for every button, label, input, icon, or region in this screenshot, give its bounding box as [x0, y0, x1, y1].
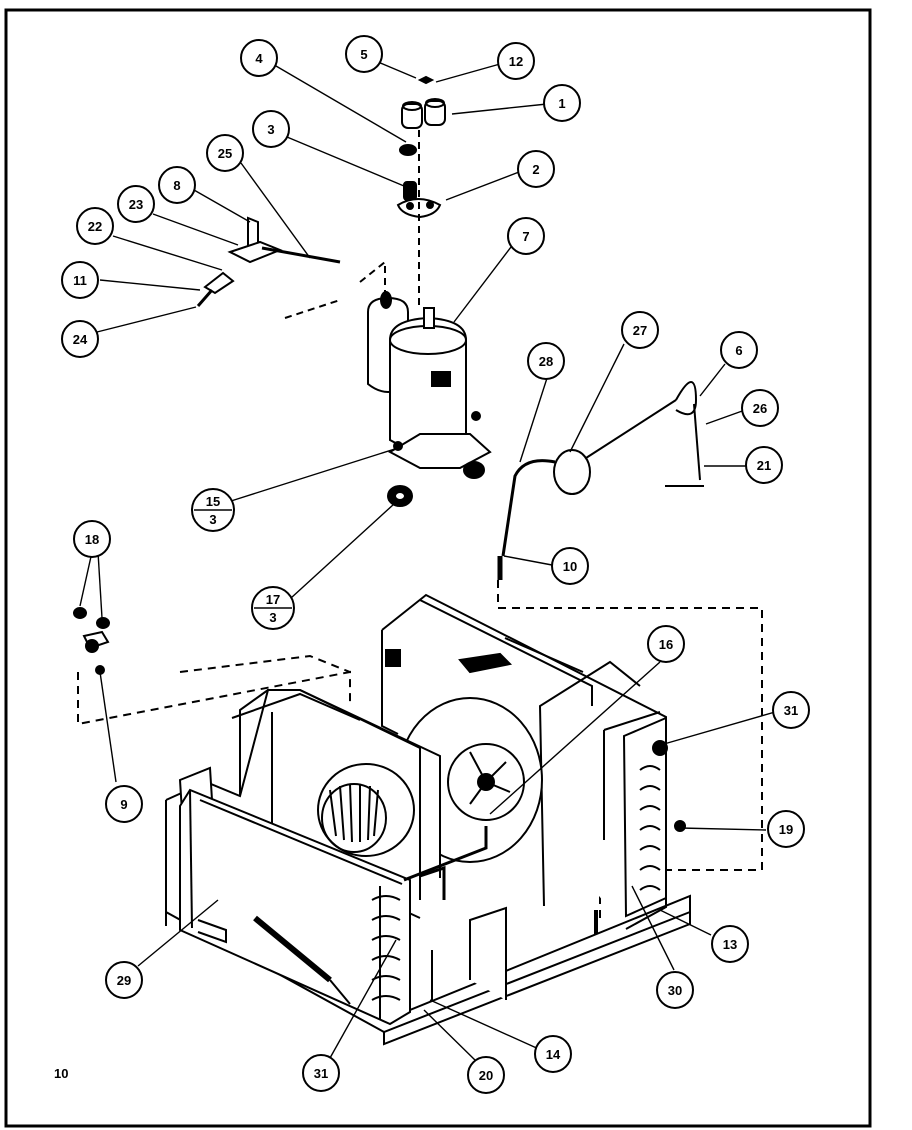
fraction-15-bottom: 3 — [209, 512, 216, 527]
callout-14: 14 — [546, 1047, 561, 1062]
callout-labels: 4 5 12 1 3 2 25 8 23 22 7 11 24 27 28 6 … — [73, 47, 798, 1083]
overload-bracket — [196, 216, 386, 319]
fraction-17-top: 17 — [266, 592, 280, 607]
callout-7: 7 — [522, 229, 529, 244]
callout-12: 12 — [509, 54, 523, 69]
callout-30: 30 — [668, 983, 682, 998]
page-border — [4, 8, 872, 1128]
callout-4: 4 — [255, 51, 263, 66]
callout-26: 26 — [753, 401, 767, 416]
callout-10: 10 — [563, 559, 577, 574]
callout-11: 11 — [73, 273, 87, 288]
callout-27: 27 — [633, 323, 647, 338]
capacitor-assembly — [396, 75, 446, 305]
evaporator-coil — [179, 788, 411, 1026]
fraction-callouts: 15 3 17 3 — [194, 494, 292, 625]
callout-29: 29 — [117, 973, 131, 988]
blower-wheel — [317, 763, 415, 857]
callout-19: 19 — [779, 822, 793, 837]
callout-2: 2 — [532, 162, 539, 177]
callout-5: 5 — [360, 47, 367, 62]
fraction-15-top: 15 — [206, 494, 220, 509]
connecting-tube — [403, 826, 598, 1000]
callout-18: 18 — [85, 532, 99, 547]
callout-25: 25 — [218, 146, 232, 161]
callout-31-top: 31 — [784, 703, 798, 718]
callout-circles — [61, 35, 810, 1094]
callout-28: 28 — [539, 354, 553, 369]
leader-lines — [79, 61, 776, 1063]
unit-artwork — [61, 35, 810, 1094]
compressor — [367, 291, 492, 507]
callout-22: 22 — [88, 219, 102, 234]
callout-31-bottom: 31 — [314, 1066, 328, 1081]
callout-8: 8 — [173, 178, 180, 193]
switch-parts — [73, 607, 351, 726]
fraction-17-bottom: 3 — [269, 610, 276, 625]
callout-21: 21 — [757, 458, 771, 473]
callout-16: 16 — [659, 637, 673, 652]
callout-24: 24 — [73, 332, 88, 347]
callout-1: 1 — [558, 96, 565, 111]
callout-13: 13 — [723, 937, 737, 952]
callout-9: 9 — [120, 797, 127, 812]
callout-23: 23 — [129, 197, 143, 212]
callout-20: 20 — [479, 1068, 493, 1083]
callout-3: 3 — [267, 122, 274, 137]
callout-6: 6 — [735, 343, 742, 358]
condenser-coil — [622, 716, 686, 918]
page-number: 10 — [54, 1066, 68, 1081]
